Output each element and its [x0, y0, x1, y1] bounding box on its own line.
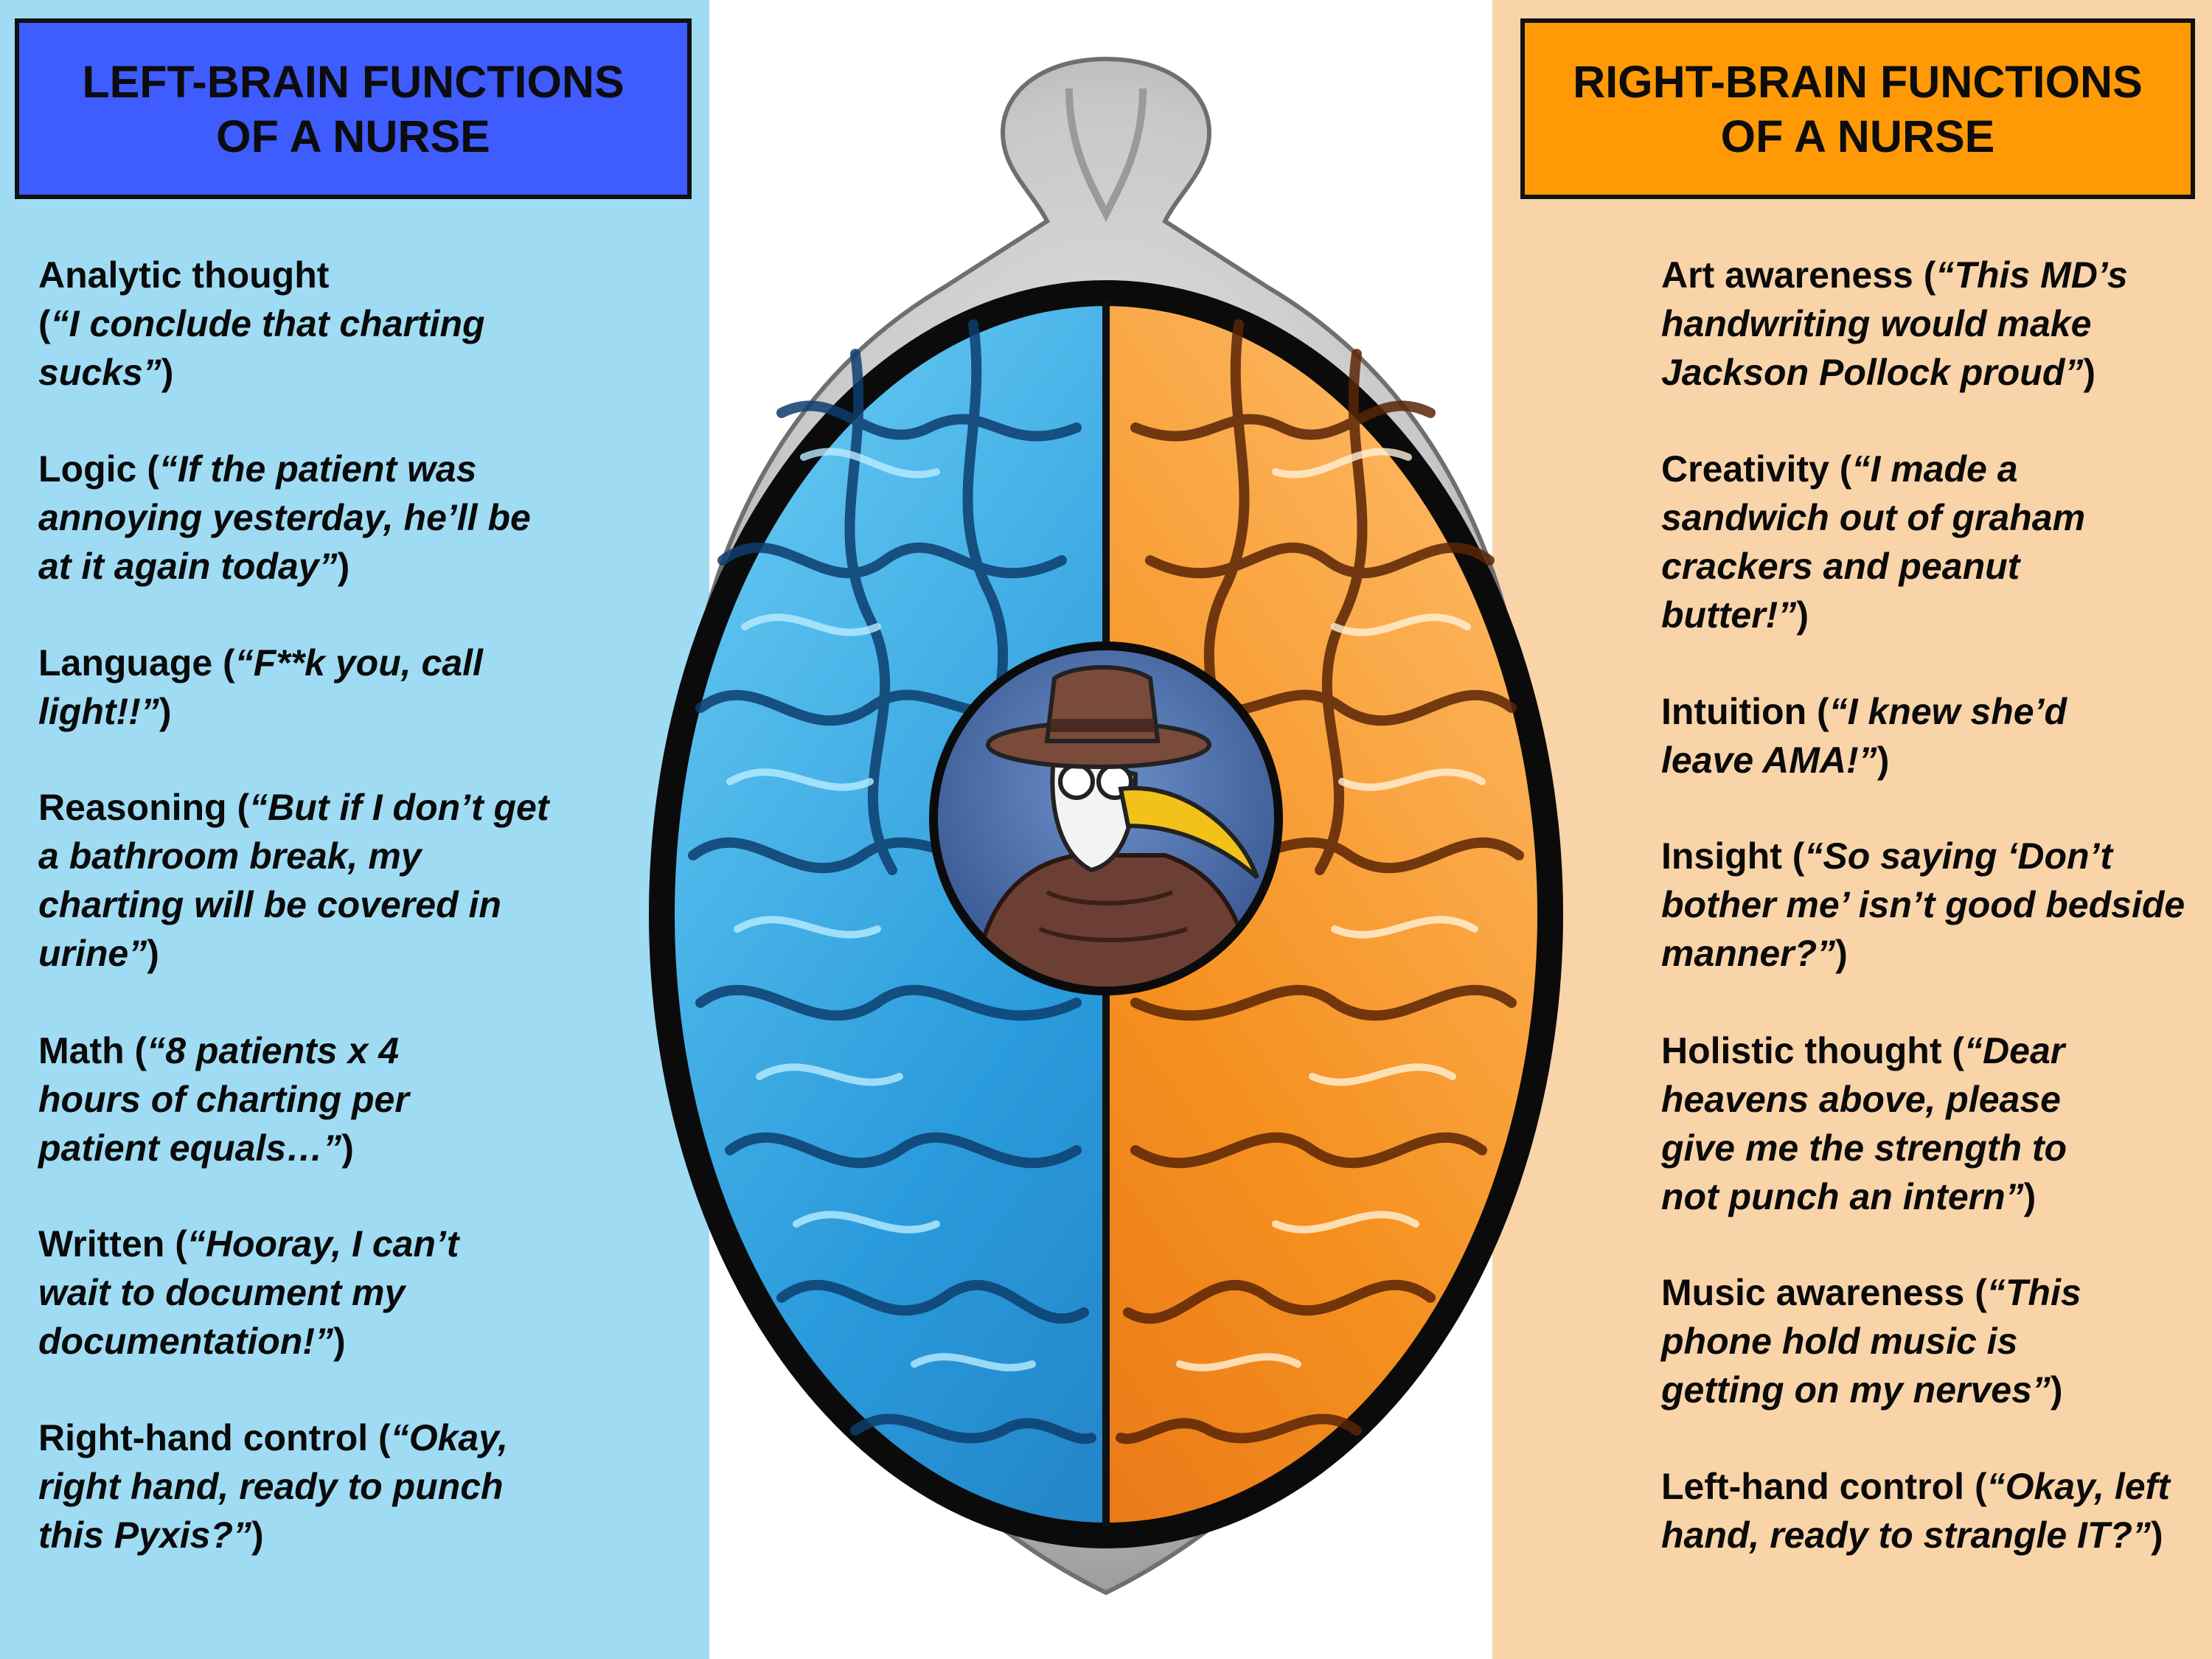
right-item-insight: Insight (“So saying ‘Don’t bother me’ is… — [1661, 835, 2185, 974]
left-panel — [0, 0, 709, 1659]
right-item-left-hand: Left-hand control (“Okay, left hand, rea… — [1661, 1466, 2170, 1556]
right-item-creativity: Creativity (“I made a sandwich out of gr… — [1661, 448, 2086, 636]
right-item-intuition: Intuition (“I knew she’d leave AMA!”) — [1661, 691, 2067, 781]
right-title-box: RIGHT-BRAIN FUNCTIONS OF A NURSE — [1520, 18, 2195, 199]
right-item-art: Art awareness (“This MD’s handwriting wo… — [1661, 254, 2128, 393]
left-title-line1: LEFT-BRAIN FUNCTIONS — [82, 56, 625, 107]
left-title-line2: OF A NURSE — [216, 111, 490, 161]
right-panel — [1492, 0, 2212, 1659]
left-item-written: Written (“Hooray, I can’t wait to docume… — [38, 1223, 459, 1362]
left-title-box: LEFT-BRAIN FUNCTIONS OF A NURSE — [15, 18, 692, 199]
left-item-reasoning: Reasoning (“But if I don’t get a bathroo… — [38, 787, 549, 974]
right-hemisphere — [1106, 306, 1537, 1523]
plague-doctor-avatar-icon — [929, 641, 1283, 995]
right-title-line2: OF A NURSE — [1720, 111, 1995, 161]
right-item-holistic: Holistic thought (“Dear heavens above, p… — [1661, 1030, 2067, 1217]
left-item-analytic: Analytic thought(“I conclude that charti… — [38, 254, 485, 393]
left-item-language: Language (“F**k you, call light!!”) — [38, 642, 483, 732]
brain-illustration — [649, 56, 1563, 1596]
left-item-logic: Logic (“If the patient was annoying yest… — [38, 448, 531, 587]
right-item-music: Music awareness (“This phone hold music … — [1661, 1272, 2081, 1411]
right-title-line1: RIGHT-BRAIN FUNCTIONS — [1573, 56, 2143, 107]
left-item-math: Math (“8 patients x 4 hours of charting … — [38, 1030, 409, 1169]
left-item-right-hand: Right-hand control (“Okay, right hand, r… — [38, 1417, 509, 1556]
